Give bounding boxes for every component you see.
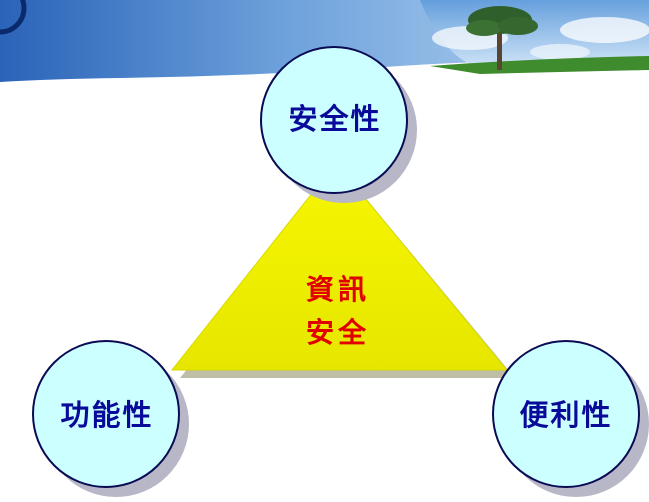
right-node-label: 便利性	[519, 398, 613, 432]
center-triangle	[170, 162, 509, 371]
header-banner	[0, 0, 649, 82]
top-node-label: 安全性	[288, 102, 382, 136]
top-circle	[260, 46, 408, 194]
center-label: 資訊 安全	[290, 268, 386, 355]
center-label-line2: 安全	[305, 316, 370, 350]
left-circle	[32, 340, 180, 488]
center-label-line1: 資訊	[305, 273, 370, 306]
left-node-label: 功能性	[60, 398, 154, 432]
right-circle	[492, 340, 640, 488]
